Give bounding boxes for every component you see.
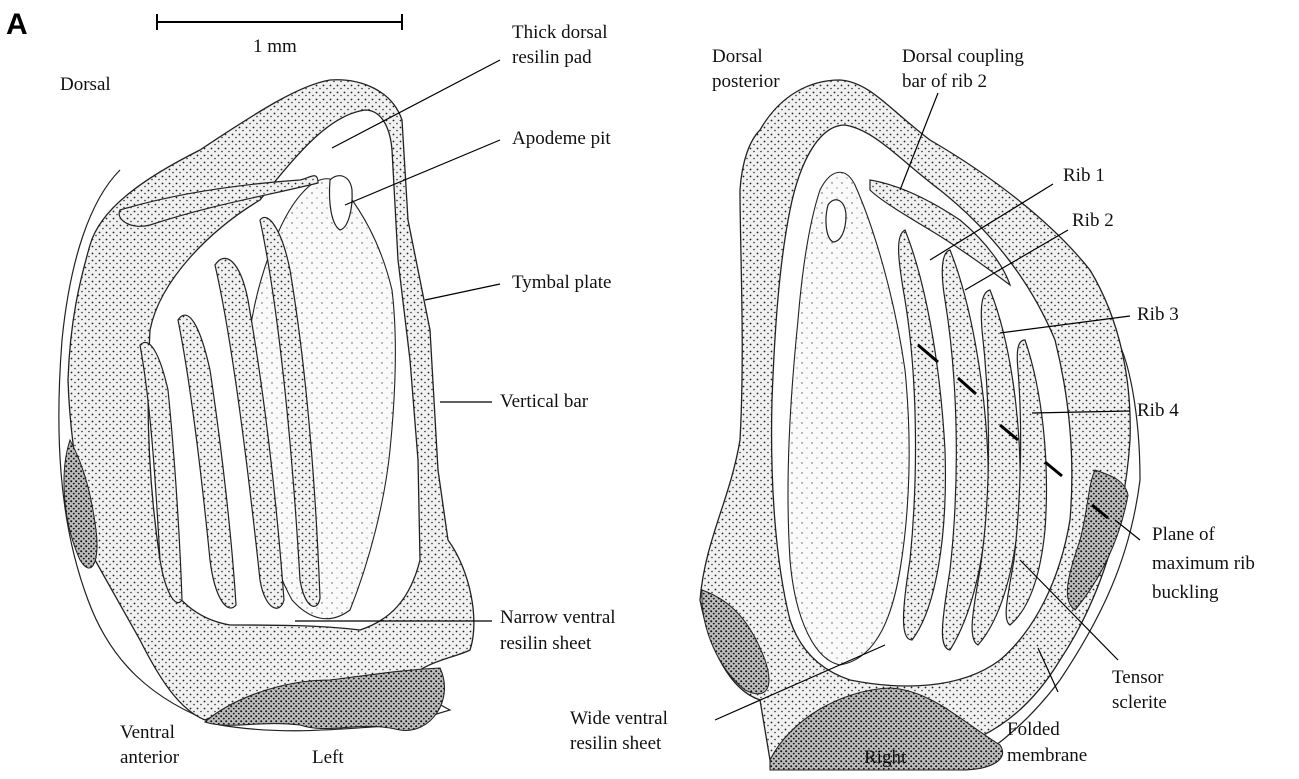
narrow-ventral-resilin-sheet-label-2: resilin sheet: [500, 631, 591, 656]
wide-ventral-resilin-sheet-label-2: resilin sheet: [570, 731, 661, 756]
dorsal-coupling-bar-label-1: Dorsal coupling: [902, 44, 1024, 69]
dorsal-posterior-label-1: Dorsal: [712, 44, 763, 69]
thick-dorsal-resilin-pad-label-2: resilin pad: [512, 45, 592, 70]
rib-2-label: Rib 2: [1072, 208, 1114, 233]
ventral-anterior-label-2: anterior: [120, 745, 179, 770]
tymbal-plate-label: Tymbal plate: [512, 270, 611, 295]
apodeme-pit-label: Apodeme pit: [512, 126, 611, 151]
plane-of-maximum-rib-buckling-label-3: buckling: [1152, 580, 1219, 605]
scale-bar-label: 1 mm: [253, 34, 297, 59]
tensor-sclerite-label-1: Tensor: [1112, 665, 1163, 690]
rib-4-label: Rib 4: [1137, 398, 1179, 423]
dorsal-coupling-bar-label-2: bar of rib 2: [902, 69, 987, 94]
vertical-bar-label: Vertical bar: [500, 389, 588, 414]
ventral-anterior-label-1: Ventral: [120, 720, 175, 745]
tensor-sclerite-label-2: sclerite: [1112, 690, 1167, 715]
rib-1-label: Rib 1: [1063, 163, 1105, 188]
folded-membrane-label-2: membrane: [1007, 743, 1087, 768]
panel-letter: A: [6, 8, 28, 42]
plane-of-maximum-rib-buckling-label-2: maximum rib: [1152, 551, 1255, 576]
dorsal-label: Dorsal: [60, 72, 111, 97]
left-label: Left: [312, 745, 344, 770]
wide-ventral-resilin-sheet-label-1: Wide ventral: [570, 706, 668, 731]
right-label: Right: [864, 745, 906, 770]
plane-of-maximum-rib-buckling-label-1: Plane of: [1152, 522, 1215, 547]
thick-dorsal-resilin-pad-label-1: Thick dorsal: [512, 20, 608, 45]
rib-3-label: Rib 3: [1137, 302, 1179, 327]
folded-membrane-label-1: Folded: [1007, 717, 1060, 742]
scale-bar: [157, 14, 402, 30]
dorsal-posterior-label-2: posterior: [712, 69, 780, 94]
narrow-ventral-resilin-sheet-label-1: Narrow ventral: [500, 605, 616, 630]
